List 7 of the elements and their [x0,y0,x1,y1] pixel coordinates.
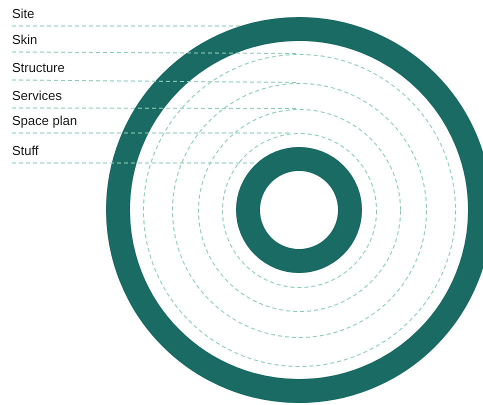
layer-label: Services [12,88,62,104]
leader-line [12,132,291,134]
layer-label: Site [12,6,34,22]
layer-label: Stuff [12,143,39,159]
layer-label: Space plan [12,113,78,129]
layer-label: Structure [12,60,65,76]
layer-label: Skin [12,32,38,48]
